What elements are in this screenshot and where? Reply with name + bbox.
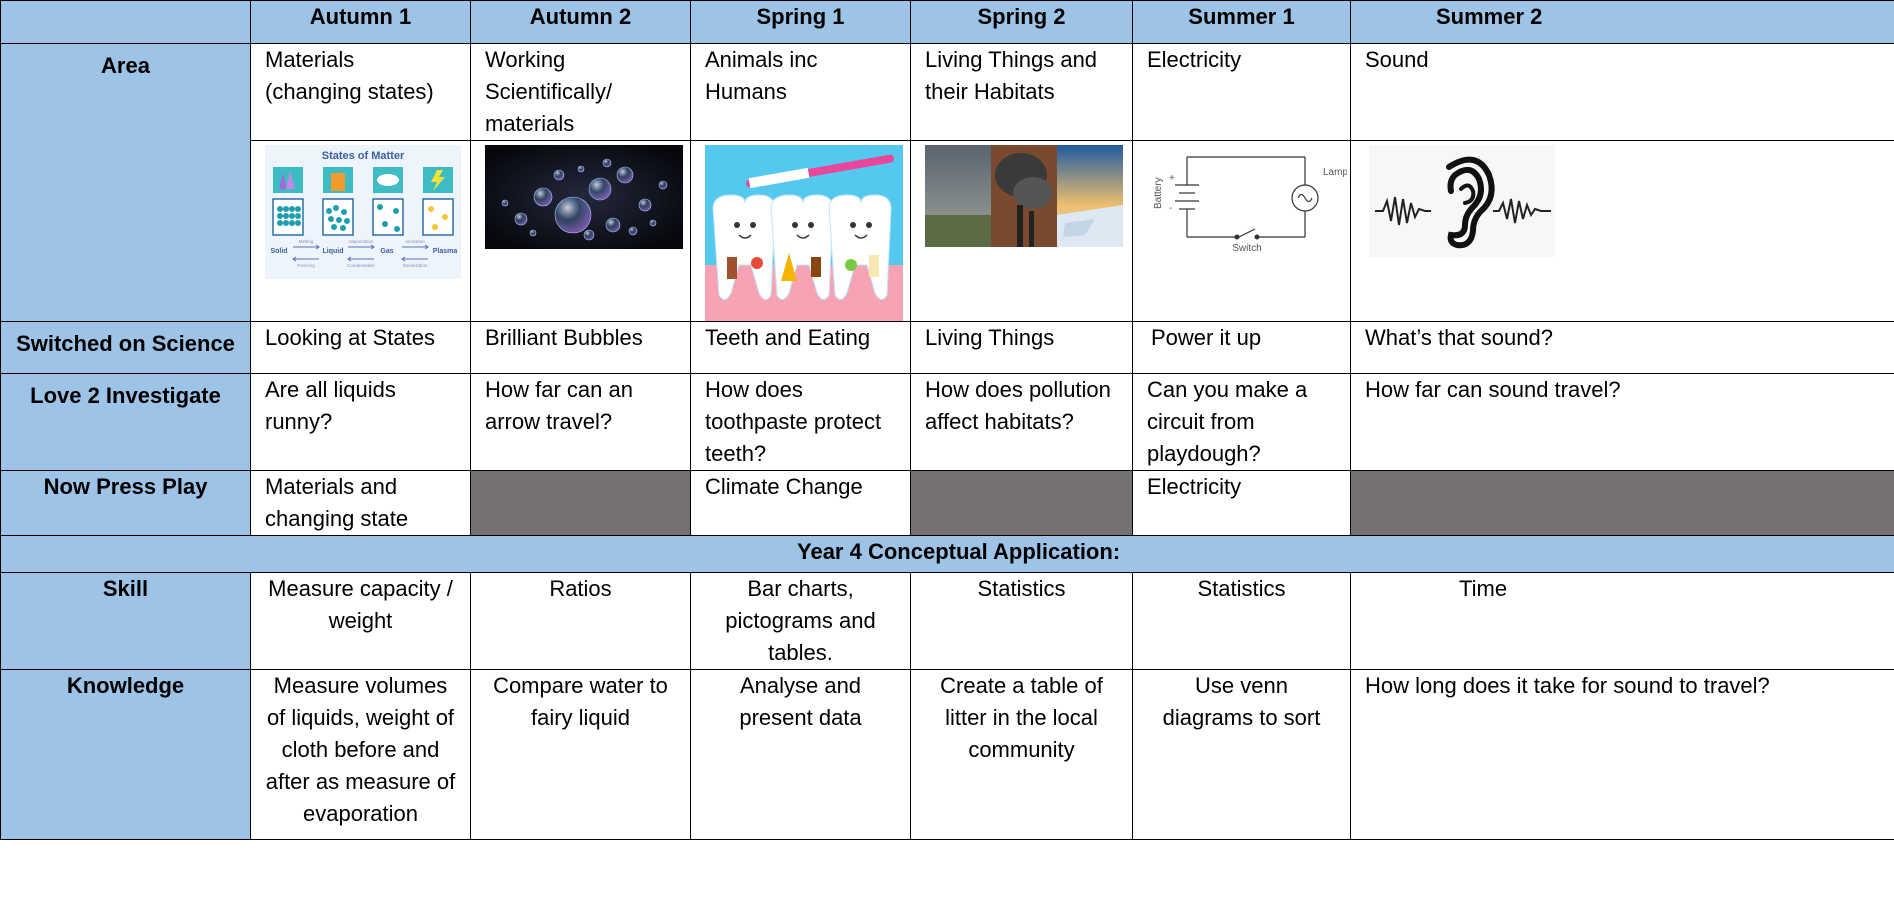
bubbles-illustration <box>485 145 683 249</box>
header-term-spring-1: Spring 1 <box>690 0 911 44</box>
sound-image-cell <box>1350 140 1894 322</box>
now-press-play-row: Now Press Play Materials and changing st… <box>0 470 1894 536</box>
area-text-row: Area Materials (changing states) Working… <box>0 43 1894 322</box>
states-of-matter-title: States of Matter <box>322 150 405 162</box>
header-term-spring-2: Spring 2 <box>910 0 1133 44</box>
habitats-image-cell <box>910 140 1133 322</box>
area-cell: Living Things and their Habitats <box>910 43 1133 141</box>
lamp-label: Lamp <box>1323 167 1347 178</box>
switched-on-science-row: Switched on Science Looking at States Br… <box>0 321 1894 374</box>
phase-change-label: Deionization <box>403 263 428 268</box>
ear-sound-illustration <box>1369 145 1555 257</box>
l2i-cell: Can you make a circuit from playdough? <box>1132 373 1351 471</box>
area-cell: Working Scientifically/ materials <box>470 43 691 141</box>
row-label-skill: Skill <box>0 572 251 670</box>
knowledge-cell: Use venn diagrams to sort <box>1132 669 1351 840</box>
phase-change-label: Ionization <box>405 239 425 244</box>
minus-sign: - <box>1169 203 1172 214</box>
header-term-autumn-1: Autumn 1 <box>250 0 471 44</box>
bubbles-image-cell <box>470 140 691 322</box>
npp-cell: Electricity <box>1132 470 1351 536</box>
sos-cell: Looking at States <box>250 321 471 374</box>
header-row: Autumn 1 Autumn 2 Spring 1 Spring 2 Summ… <box>0 0 1894 44</box>
state-label: Plasma <box>433 248 458 255</box>
area-image-row: States of Matter <box>1 140 1894 322</box>
skill-cell: Statistics <box>910 572 1133 670</box>
love-2-investigate-row: Love 2 Investigate Are all liquids runny… <box>0 373 1894 471</box>
row-label-switched-on-science: Switched on Science <box>0 321 251 374</box>
phase-change-label: Condensation <box>347 263 375 268</box>
skill-cell: Ratios <box>470 572 691 670</box>
knowledge-row: Knowledge Measure volumes of liquids, we… <box>0 669 1894 840</box>
sos-cell: Brilliant Bubbles <box>470 321 691 374</box>
area-cell: Sound <box>1350 43 1894 141</box>
l2i-cell: How does pollution affect habitats? <box>910 373 1133 471</box>
sos-cell: Power it up <box>1132 321 1351 374</box>
l2i-cell: How does toothpaste protect teeth? <box>690 373 911 471</box>
l2i-cell: How far can sound travel? <box>1350 373 1894 471</box>
circuit-illustration: Battery Lamp Switch + - <box>1147 145 1347 251</box>
conceptual-application-banner: Year 4 Conceptual Application: <box>0 535 1894 573</box>
knowledge-cell: How long does it take for sound to trave… <box>1350 669 1894 840</box>
state-label: Gas <box>380 248 393 255</box>
row-label-love-2-investigate: Love 2 Investigate <box>0 373 251 471</box>
skill-cell: Bar charts, pictograms and tables. <box>690 572 911 670</box>
npp-cell: Materials and changing state <box>250 470 471 536</box>
battery-label: Battery <box>1153 177 1164 209</box>
knowledge-cell: Compare water to fairy liquid <box>470 669 691 840</box>
phase-change-label: Melting <box>299 239 314 244</box>
skill-row: Skill Measure capacity / weight Ratios B… <box>0 572 1894 670</box>
knowledge-cell: Create a table of litter in the local co… <box>910 669 1133 840</box>
skill-cell: Time <box>1350 572 1894 670</box>
states-of-matter-illustration: States of Matter <box>265 145 461 279</box>
row-label-area: Area <box>0 43 251 322</box>
sos-cell: What’s that sound? <box>1350 321 1894 374</box>
skill-cell: Measure capacity / weight <box>250 572 471 670</box>
sos-cell: Teeth and Eating <box>690 321 911 374</box>
state-label: Solid <box>270 248 287 255</box>
header-term-autumn-2: Autumn 2 <box>470 0 691 44</box>
npp-empty-cell <box>470 470 691 536</box>
solid-particles <box>277 206 301 226</box>
header-term-summer-1: Summer 1 <box>1132 0 1351 44</box>
phase-change-label: Freezing <box>297 263 315 268</box>
header-corner <box>0 0 251 44</box>
area-cell: Animals inc Humans <box>690 43 911 141</box>
row-label-knowledge: Knowledge <box>0 669 251 840</box>
conceptual-application-banner-row: Year 4 Conceptual Application: <box>0 535 1894 573</box>
states-of-matter-image-cell: States of Matter <box>250 140 471 322</box>
teeth-image-cell <box>690 140 911 322</box>
header-term-summer-2: Summer 2 <box>1350 0 1894 44</box>
plus-sign: + <box>1169 173 1175 184</box>
knowledge-cell: Measure volumes of liquids, weight of cl… <box>250 669 471 840</box>
row-label-now-press-play: Now Press Play <box>0 470 251 536</box>
npp-empty-cell <box>1350 470 1894 536</box>
l2i-cell: Are all liquids runny? <box>250 373 471 471</box>
habitats-illustration <box>925 145 1123 247</box>
area-cell: Electricity <box>1132 43 1351 141</box>
knowledge-cell: Analyse and present data <box>690 669 911 840</box>
phase-change-label: Vaporization <box>349 239 374 244</box>
sos-cell: Living Things <box>910 321 1133 374</box>
curriculum-table: Autumn 1 Autumn 2 Spring 1 Spring 2 Summ… <box>0 0 1894 840</box>
teeth-illustration <box>705 145 903 321</box>
skill-cell: Statistics <box>1132 572 1351 670</box>
npp-cell: Climate Change <box>690 470 911 536</box>
circuit-image-cell: Battery Lamp Switch + - <box>1132 140 1351 322</box>
switch-label: Switch <box>1232 243 1261 251</box>
state-label: Liquid <box>323 248 344 255</box>
l2i-cell: How far can an arrow travel? <box>470 373 691 471</box>
npp-empty-cell <box>910 470 1133 536</box>
area-cell: Materials (changing states) <box>250 43 471 141</box>
